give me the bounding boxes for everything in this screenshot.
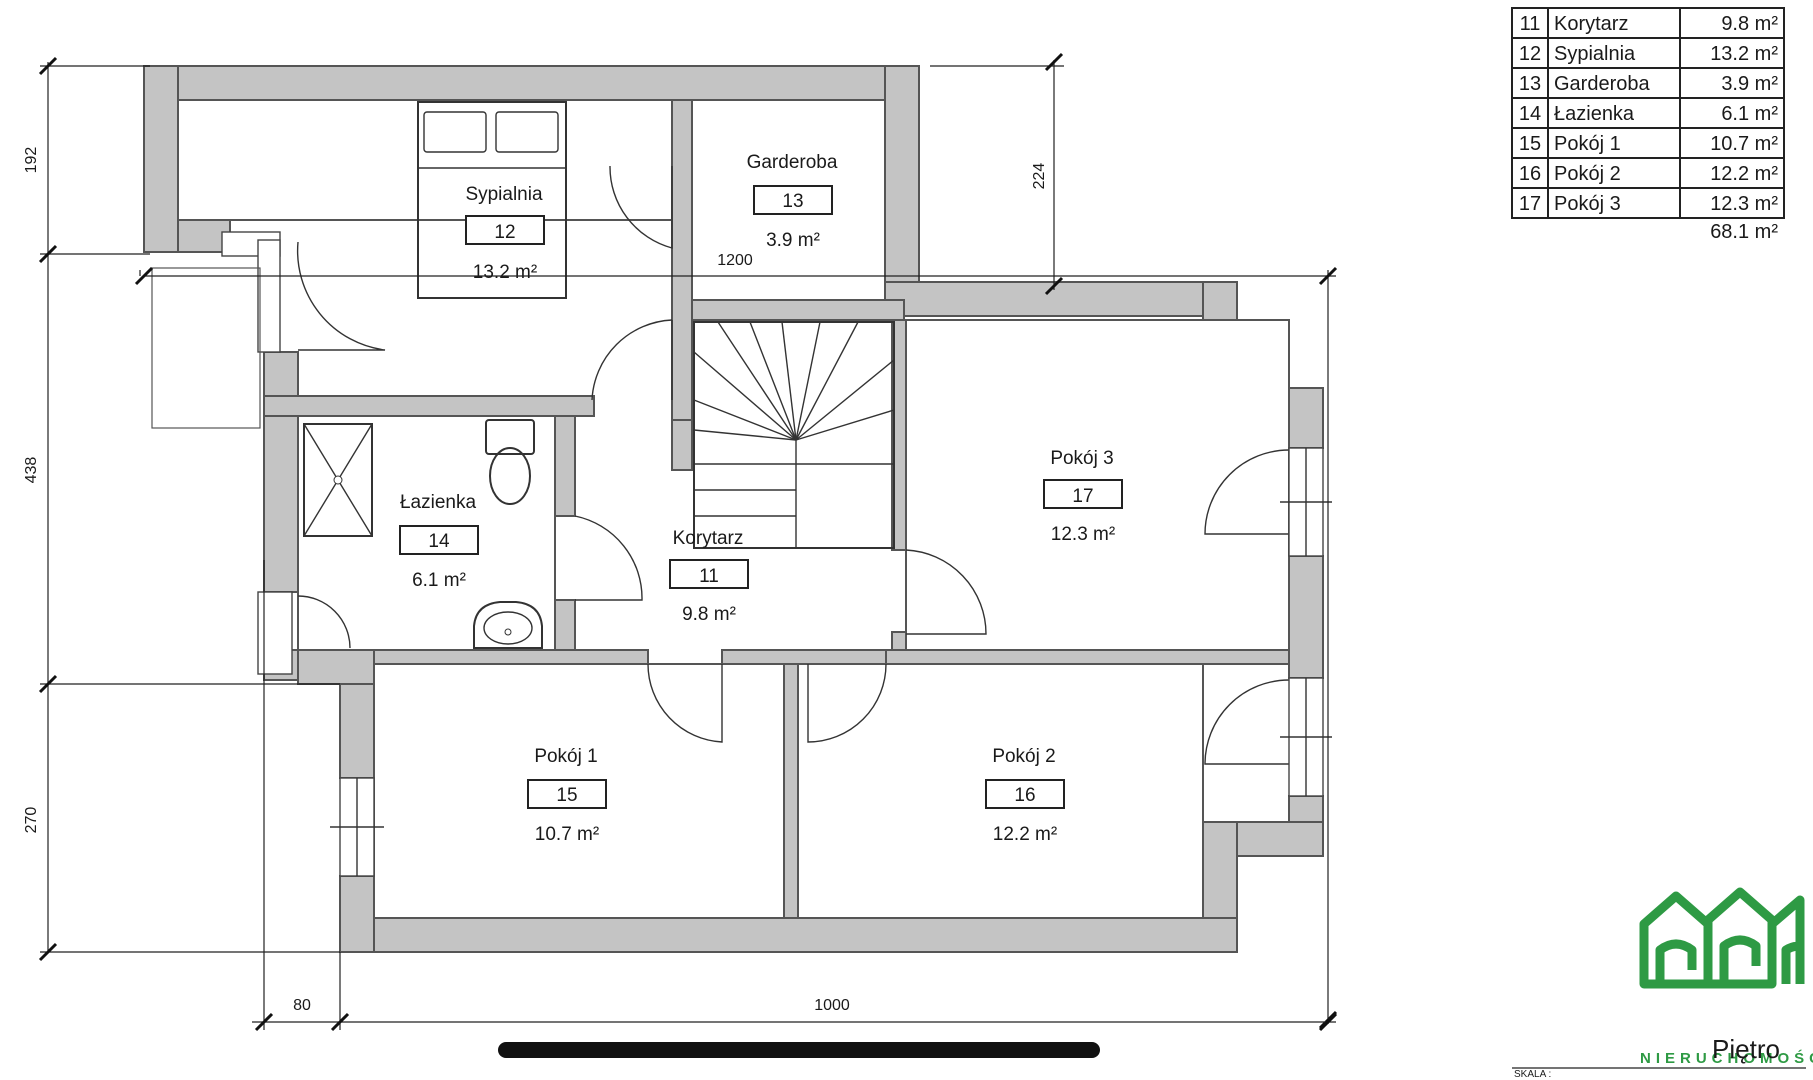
room-area: 3.9 m²	[766, 230, 820, 251]
table-cell-area: 12.2 m²	[1710, 163, 1778, 185]
table-cell-number: 15	[1519, 133, 1541, 155]
room-interiors	[177, 99, 1290, 919]
sink	[473, 601, 543, 649]
table-row: 11 Korytarz 9.8 m²	[1511, 7, 1785, 39]
table-row: 13 Garderoba 3.9 m²	[1511, 67, 1785, 99]
table-cell-area: 10.7 m²	[1710, 133, 1778, 155]
room-area: 13.2 m²	[473, 262, 537, 283]
room-name: Łazienka	[400, 492, 476, 513]
bed	[417, 101, 567, 299]
dimension-left-top: 192	[23, 147, 40, 174]
toilet	[485, 419, 535, 505]
table-cell-number: 17	[1519, 193, 1541, 215]
table-cell-name: Pokój 1	[1554, 133, 1621, 155]
table-cell-number: 14	[1519, 103, 1541, 125]
shower	[303, 423, 373, 537]
table-cell-area: 12.3 m²	[1710, 193, 1778, 215]
room-number: 11	[699, 566, 719, 587]
table-cell-area: 6.1 m²	[1721, 103, 1778, 125]
dimension-left-bottom: 270	[23, 807, 40, 834]
table-row: 15 Pokój 1 10.7 m²	[1511, 127, 1785, 159]
room-number: 13	[782, 191, 803, 212]
brand-name: NIERUCHOMOŚCI	[1640, 1049, 1813, 1067]
table-cell-name: Łazienka	[1554, 103, 1635, 125]
table-cell-name: Pokój 2	[1554, 163, 1621, 185]
room-label-sypialnia: Sypialnia 12 13.2 m²	[465, 184, 545, 283]
dimension-right-top: 224	[1031, 163, 1048, 190]
table-row: 16 Pokój 2 12.2 m²	[1511, 157, 1785, 189]
table-cell-name: Sypialnia	[1554, 43, 1636, 65]
table-cell-name: Garderoba	[1554, 73, 1650, 95]
room-area: 12.3 m²	[1051, 524, 1115, 545]
home-indicator-bar[interactable]	[498, 1042, 1100, 1058]
table-cell-name: Korytarz	[1554, 13, 1628, 35]
room-label-lazienka: Łazienka 14 6.1 m²	[399, 492, 479, 591]
room-name: Sypialnia	[465, 184, 543, 205]
room-label-pokoj-3: Pokój 3 17 12.3 m²	[1043, 448, 1123, 545]
doors	[296, 165, 1290, 765]
table-cell-name: Pokój 3	[1554, 193, 1621, 215]
table-row: 17 Pokój 3 12.3 m²	[1511, 187, 1785, 219]
dimension-bottom-main: 1000	[814, 997, 850, 1014]
room-number: 15	[556, 785, 577, 806]
dimension-lines: 192 438 270 224 80 1000 1200	[23, 52, 1338, 1032]
room-label-pokoj-1: Pokój 1 15 10.7 m²	[527, 746, 607, 845]
room-number: 17	[1072, 486, 1093, 507]
table-cell-number: 12	[1519, 43, 1541, 65]
table-cell-area: 13.2 m²	[1710, 43, 1778, 65]
room-name: Pokój 3	[1050, 448, 1113, 469]
house-logo-icon	[1639, 887, 1805, 989]
room-area: 6.1 m²	[412, 570, 466, 591]
dimension-stair-width: 1200	[717, 252, 753, 269]
room-name: Korytarz	[673, 528, 744, 549]
table-row: 14 Łazienka 6.1 m²	[1511, 97, 1785, 129]
room-label-garderoba: Garderoba 13 3.9 m²	[747, 152, 838, 251]
table-cell-area: 9.8 m²	[1721, 13, 1778, 35]
staircase	[693, 321, 895, 549]
room-name: Garderoba	[747, 152, 838, 173]
room-label-pokoj-2: Pokój 2 16 12.2 m²	[985, 746, 1065, 845]
room-area: 10.7 m²	[535, 824, 599, 845]
scale-label: SKALA :	[1514, 1069, 1551, 1080]
area-table: 11 Korytarz 9.8 m² 12 Sypialnia 13.2 m² …	[1511, 7, 1785, 243]
room-label-korytarz: Korytarz 11 9.8 m²	[669, 528, 749, 625]
table-cell-number: 13	[1519, 73, 1541, 95]
table-cell-number: 11	[1520, 13, 1541, 35]
room-name: Pokój 2	[992, 746, 1055, 767]
room-area: 9.8 m²	[682, 604, 736, 625]
windows	[151, 231, 1332, 877]
room-number: 12	[494, 222, 515, 243]
table-total: 68.1 m²	[1710, 221, 1778, 243]
dimension-bottom-left: 80	[293, 997, 311, 1014]
room-name: Pokój 1	[534, 746, 597, 767]
room-area: 12.2 m²	[993, 824, 1057, 845]
room-number: 16	[1014, 785, 1035, 806]
plan-title: Piętro	[1712, 1034, 1780, 1064]
table-cell-area: 3.9 m²	[1721, 73, 1778, 95]
room-number: 14	[428, 531, 450, 552]
dimension-left-mid: 438	[23, 457, 40, 484]
table-cell-number: 16	[1519, 163, 1541, 185]
table-row: 12 Sypialnia 13.2 m²	[1511, 37, 1785, 69]
